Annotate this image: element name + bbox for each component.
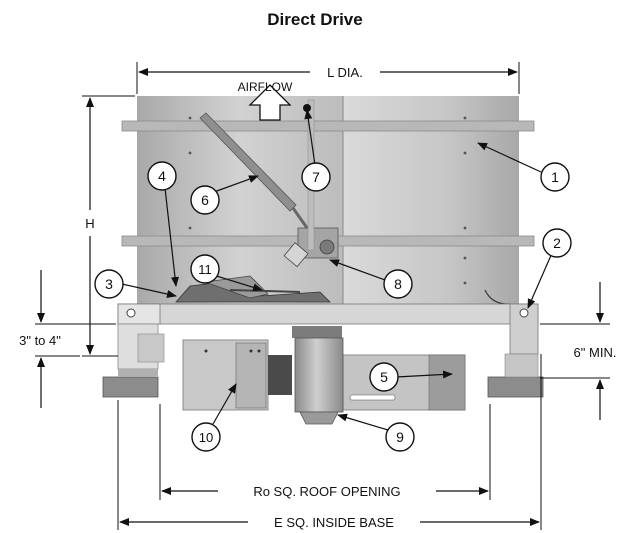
callout-6: 6 <box>190 185 220 215</box>
min-clearance-label: 6" MIN. <box>574 345 617 360</box>
svg-text:4: 4 <box>158 168 166 184</box>
windband-housing <box>121 96 535 304</box>
callout-8: 8 <box>383 269 413 299</box>
svg-text:9: 9 <box>396 429 404 445</box>
svg-text:6: 6 <box>201 192 209 208</box>
diagram-title: Direct Drive <box>267 10 363 29</box>
curb-gap-label: 3" to 4" <box>19 333 61 348</box>
airflow-label: AIRFLOW <box>238 80 293 94</box>
svg-text:5: 5 <box>380 369 388 385</box>
inside-base-label: E SQ. INSIDE BASE <box>274 515 394 530</box>
callout-2: 2 <box>542 228 572 258</box>
svg-text:8: 8 <box>394 276 402 292</box>
callout-3: 3 <box>94 269 124 299</box>
base-plate <box>117 303 539 370</box>
callout-5: 5 <box>369 362 399 392</box>
dim-inside-base <box>117 354 542 530</box>
callout-7: 7 <box>301 162 331 192</box>
svg-text:1: 1 <box>551 169 559 185</box>
dim-h <box>82 95 135 357</box>
svg-text:7: 7 <box>312 169 320 185</box>
callout-4: 4 <box>147 161 177 191</box>
svg-text:10: 10 <box>199 430 213 445</box>
dim-curb-gap <box>35 270 116 408</box>
dim-roof-opening <box>159 404 491 500</box>
dim-l-dia <box>136 62 520 94</box>
dim-min-clearance <box>540 282 610 420</box>
h-label: H <box>85 216 94 231</box>
airflow-arrow <box>248 84 292 121</box>
callout-11: 11 <box>190 254 220 284</box>
curb-base <box>102 353 544 398</box>
callout-leaders <box>121 109 553 431</box>
l-dia-label: L DIA. <box>327 65 363 80</box>
callout-10: 10 <box>191 422 221 452</box>
motor <box>292 326 344 425</box>
roof-opening-label: Ro SQ. ROOF OPENING <box>253 484 400 499</box>
svg-text:2: 2 <box>553 235 561 251</box>
callout-9: 9 <box>385 422 415 452</box>
svg-text:11: 11 <box>198 262 212 277</box>
callout-1: 1 <box>540 162 570 192</box>
svg-text:3: 3 <box>105 276 113 292</box>
lower-housing <box>182 339 466 411</box>
